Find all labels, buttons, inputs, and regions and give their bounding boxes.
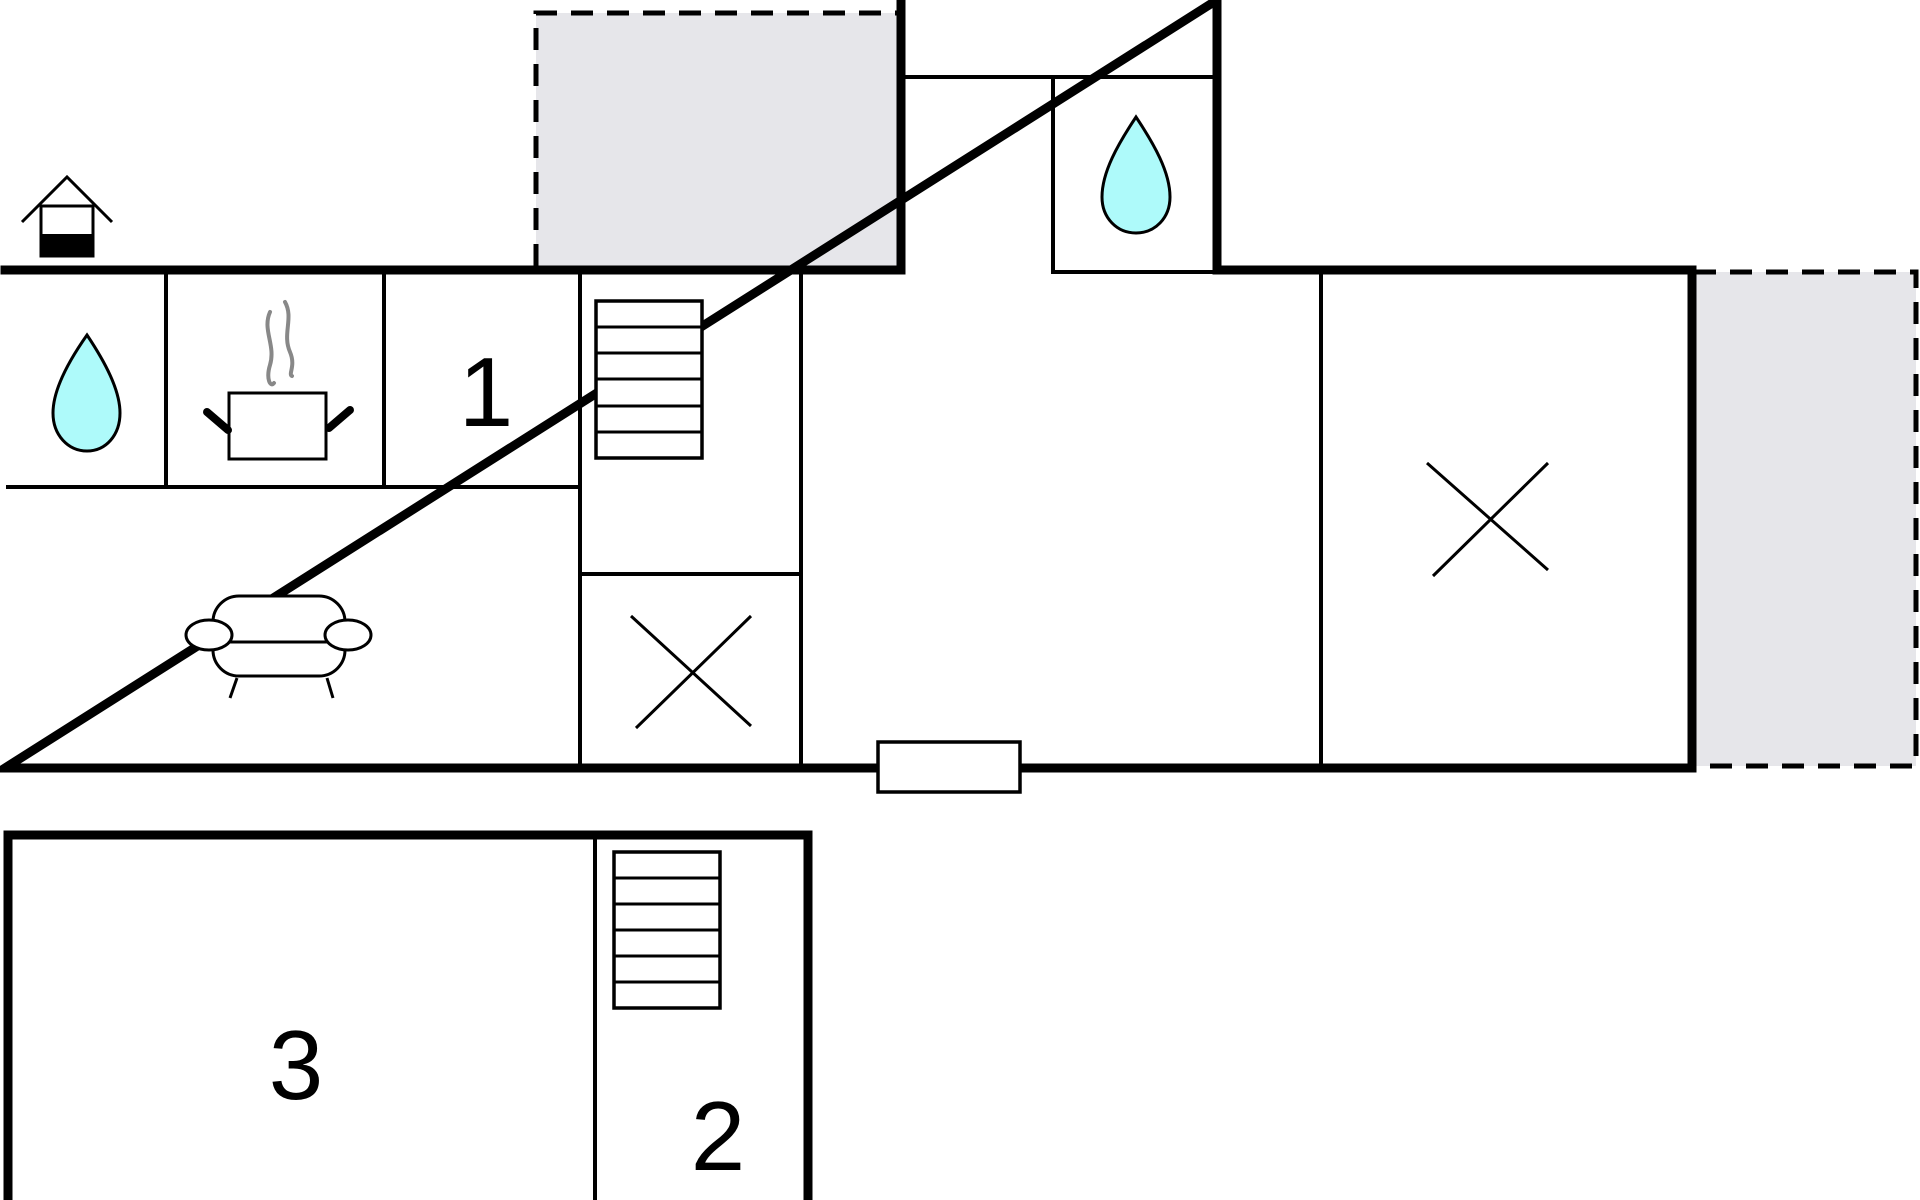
terrace-top-fill [536, 13, 899, 266]
stairs-treads [614, 876, 720, 984]
sofa-legs [228, 677, 335, 699]
terrace-right-dashed-edge [1694, 269, 1919, 769]
house-roof [20, 174, 114, 224]
room-number-2: 2 [691, 1081, 746, 1191]
terrace-top-dashed-edge [533, 10, 899, 266]
water-drop-shape [51, 332, 122, 453]
sofa-arm [184, 618, 234, 652]
pot-handle [325, 406, 354, 432]
water-drop-icon [1100, 114, 1172, 235]
lower-outer-wall [3, 830, 813, 1200]
steam-line [283, 300, 295, 378]
sofa-icon [184, 594, 373, 699]
wall [1051, 75, 1216, 274]
upper-interior-walls [6, 75, 1323, 768]
pot-body [227, 391, 328, 461]
sofa-arm [323, 618, 373, 652]
water-drop-shape [1100, 114, 1172, 235]
cooking-pot-icon [203, 300, 354, 461]
bed-cross-icon [1426, 461, 1550, 578]
terrace-right [1694, 269, 1919, 769]
steam-line [265, 310, 276, 387]
stairs-icon [612, 850, 722, 1010]
terrace-right-fill [1694, 272, 1916, 766]
water-drop-icon [51, 332, 122, 453]
terrace-top [533, 10, 899, 266]
room-number-1: 1 [459, 337, 514, 447]
stairs-treads [596, 325, 702, 434]
house-exit-icon [20, 174, 114, 258]
pot-handle [203, 408, 232, 434]
room-number-3: 3 [269, 1010, 324, 1120]
stairs-icon [594, 299, 704, 460]
house-step [41, 234, 93, 256]
entrance-door-icon [876, 740, 1022, 794]
bed-cross-icon [629, 614, 753, 730]
